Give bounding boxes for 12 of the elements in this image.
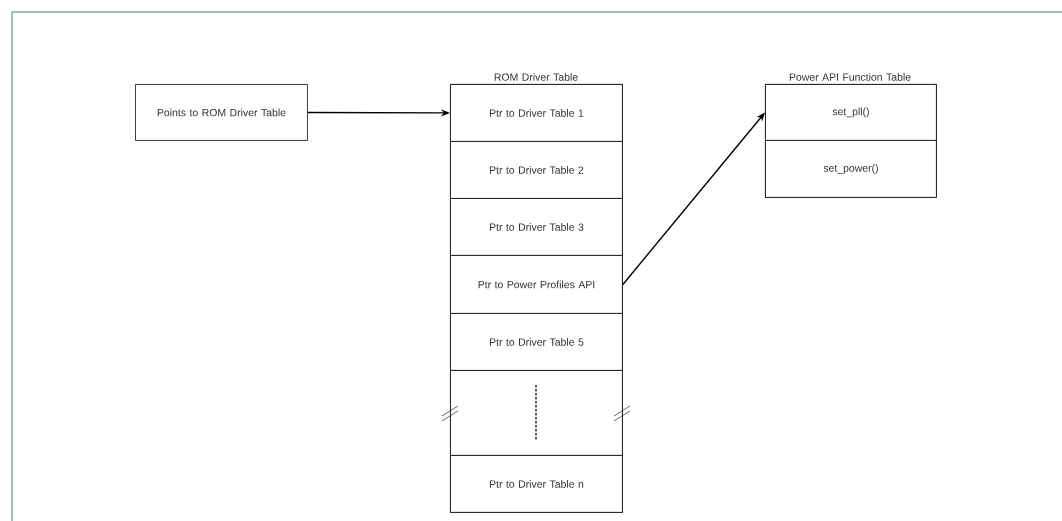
- table-cell: [450, 370, 623, 456]
- node-label: ROM Driver Table: [494, 73, 578, 81]
- table-cell: Ptr to Power Profiles API: [450, 255, 623, 314]
- table-cell: Ptr to Driver Table 1: [450, 84, 623, 142]
- table-cell: Ptr to Driver Table 3: [450, 198, 623, 256]
- node-label: Power API Function Table: [789, 73, 911, 81]
- table-cell: Ptr to Driver Table 2: [450, 141, 623, 199]
- table-cell: Ptr to Driver Table 5: [450, 313, 623, 371]
- text-box: Points to ROM Driver Table: [135, 84, 308, 141]
- table-cell: Ptr to Driver Table n: [450, 455, 623, 513]
- table-cell: set_pll(): [765, 84, 937, 141]
- table-cell: set_power(): [765, 140, 937, 198]
